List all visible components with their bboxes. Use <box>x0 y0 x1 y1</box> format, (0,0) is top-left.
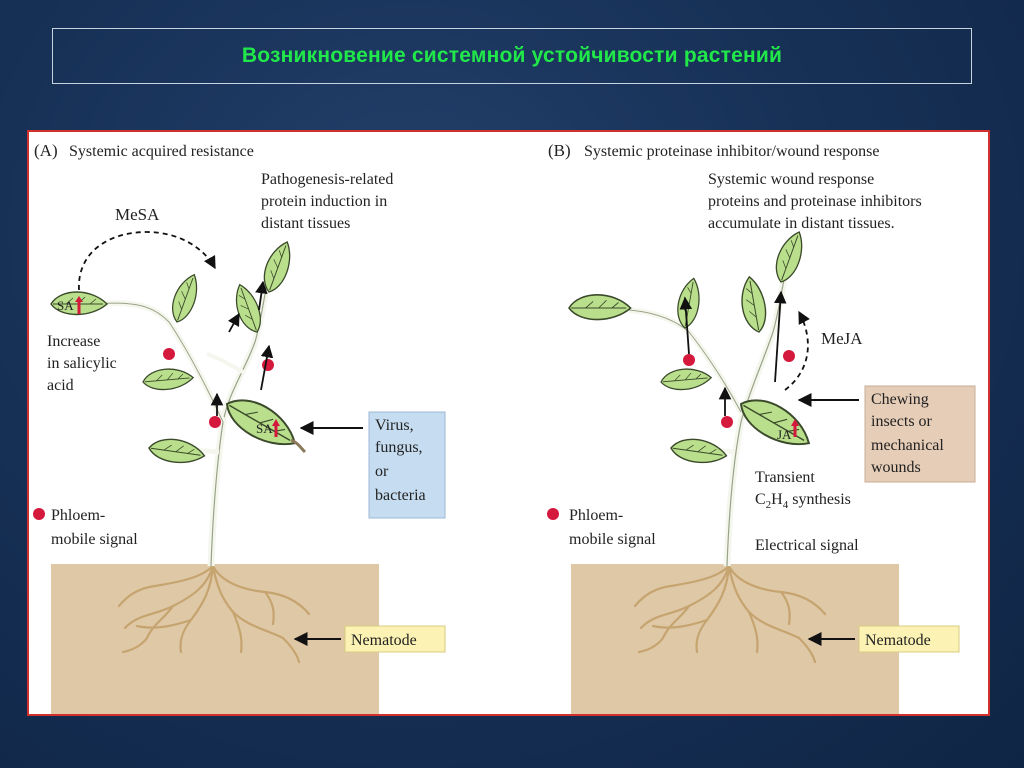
panel-a-note-3: distant tissues <box>261 215 350 232</box>
phloem-dot-b <box>547 508 559 520</box>
c2h4-label: C2H4 synthesis <box>755 491 851 511</box>
panel-b-note-2: proteins and proteinase inhibitors <box>708 193 922 210</box>
signal-dot-b1 <box>683 354 695 366</box>
signal-dot-a2 <box>262 359 274 371</box>
slide-title: Возникновение системной устойчивости рас… <box>241 44 783 67</box>
sa-label-1: SA <box>57 298 74 313</box>
panel-b-heading: Systemic proteinase inhibitor/wound resp… <box>584 143 880 160</box>
chewing-3: mechanical <box>871 437 944 454</box>
panel-b-note-3: accumulate in distant tissues. <box>708 215 895 232</box>
increase-2: in salicylic <box>47 355 117 372</box>
sa-label-2: SA <box>256 421 273 436</box>
electrical-label: Electrical signal <box>755 537 859 554</box>
panel-b-note-1: Systemic wound response <box>708 171 874 188</box>
transient-label: Transient <box>755 469 815 486</box>
title-box: Возникновение системной устойчивости рас… <box>52 28 972 84</box>
mesa-label: MeSA <box>115 205 160 224</box>
nematode-box-a <box>344 625 446 653</box>
nematode-b: Nematode <box>865 632 931 649</box>
soil-a <box>51 564 379 714</box>
phloem-b-1: Phloem- <box>569 507 623 524</box>
phloem-a-1: Phloem- <box>51 507 105 524</box>
chewing-1: Chewing <box>871 391 929 408</box>
increase-1: Increase <box>47 333 100 350</box>
meja-label: MeJA <box>821 329 863 348</box>
plant-diagram: (A) Systemic acquired resistance Pathoge… <box>33 141 976 714</box>
panel-b: (B) Systemic proteinase inhibitor/wound … <box>547 141 976 714</box>
phloem-dot-a <box>33 508 45 520</box>
panel-a-heading: Systemic acquired resistance <box>69 143 254 160</box>
pathogen-2: fungus, <box>375 439 423 456</box>
pathogen-1: Virus, <box>375 417 414 434</box>
signal-dot-b2 <box>783 350 795 362</box>
signal-dot-b3 <box>721 416 733 428</box>
signal-dot-a1 <box>163 348 175 360</box>
phloem-b-2: mobile signal <box>569 531 656 548</box>
signal-dot-a3 <box>209 416 221 428</box>
panel-a-letter: (A) <box>34 141 58 160</box>
pathogen-box <box>368 411 446 519</box>
chewing-4: wounds <box>871 459 921 476</box>
soil-b <box>571 564 899 714</box>
mesa-arrow <box>78 231 216 291</box>
pathogen-3: or <box>375 463 389 480</box>
phloem-a-2: mobile signal <box>51 531 138 548</box>
panel-a-note-1: Pathogenesis-related <box>261 171 393 188</box>
pathogen-4: bacteria <box>375 487 426 504</box>
diagram-panel: (A) Systemic acquired resistance Pathoge… <box>27 130 990 716</box>
increase-3: acid <box>47 377 74 394</box>
nematode-box-b <box>858 625 960 653</box>
chewing-2: insects or <box>871 413 933 430</box>
chewing-box <box>864 385 976 483</box>
panel-b-letter: (B) <box>548 141 571 160</box>
panel-a-note-2: protein induction in <box>261 193 387 210</box>
panel-a: (A) Systemic acquired resistance Pathoge… <box>33 141 446 714</box>
ja-label: JA <box>777 427 792 442</box>
nematode-a: Nematode <box>351 632 417 649</box>
